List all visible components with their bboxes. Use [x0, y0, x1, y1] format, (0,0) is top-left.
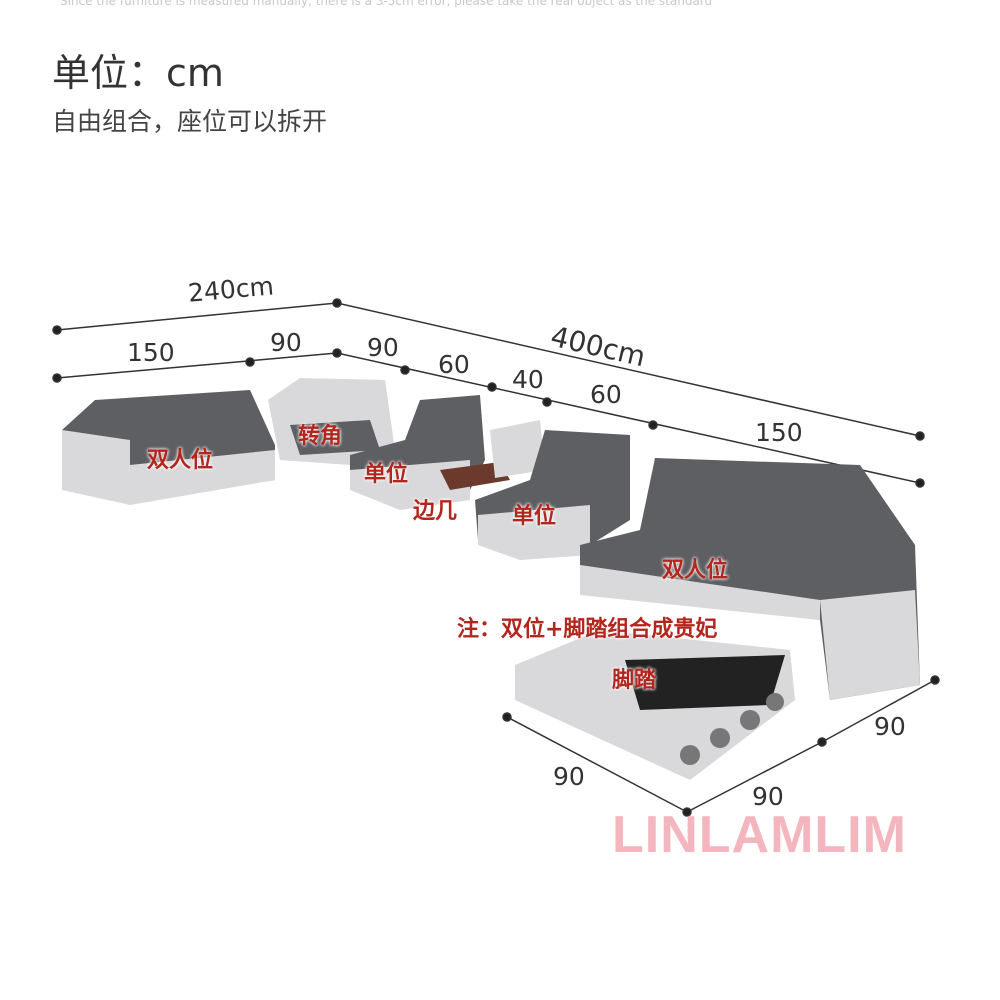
label-side-table: 边几	[413, 499, 458, 524]
label-single-1: 单位	[364, 462, 409, 487]
sofa-single-2	[475, 430, 630, 560]
watermark: LINLAMLIM	[612, 806, 907, 864]
subtitle: 自由组合，座位可以拆开	[52, 107, 328, 136]
label-footrest: 脚踏	[612, 668, 657, 693]
dim-90-left: 90	[270, 328, 302, 357]
dim-90-depth: 90	[874, 712, 906, 741]
footrest	[515, 630, 795, 780]
disclaimer-note: Since the furniture is measured manually…	[60, 0, 713, 8]
label-corner: 转角	[298, 424, 343, 449]
label-note: 注：双位+脚踏组合成贵妃	[457, 617, 718, 642]
sofa-double-left	[62, 390, 275, 505]
dim-90-bottom-left: 90	[553, 762, 585, 791]
dimension-lines	[52, 298, 940, 817]
sofa-corner	[268, 378, 395, 465]
dim-90-bottom-right: 90	[752, 782, 784, 811]
side-table	[440, 420, 545, 490]
dim-40: 40	[512, 365, 544, 394]
dim-60-single: 60	[438, 350, 470, 379]
dim-60-single2: 60	[590, 380, 622, 409]
sofa-double-right	[580, 458, 920, 700]
dim-150-left: 150	[127, 338, 175, 367]
unit-title: 单位：cm	[52, 51, 224, 95]
label-single-2: 单位	[512, 504, 557, 529]
label-double-right: 双人位	[662, 558, 729, 583]
dim-150-right: 150	[755, 418, 803, 447]
label-double-left: 双人位	[147, 448, 214, 473]
dim-90-corner: 90	[367, 333, 399, 362]
